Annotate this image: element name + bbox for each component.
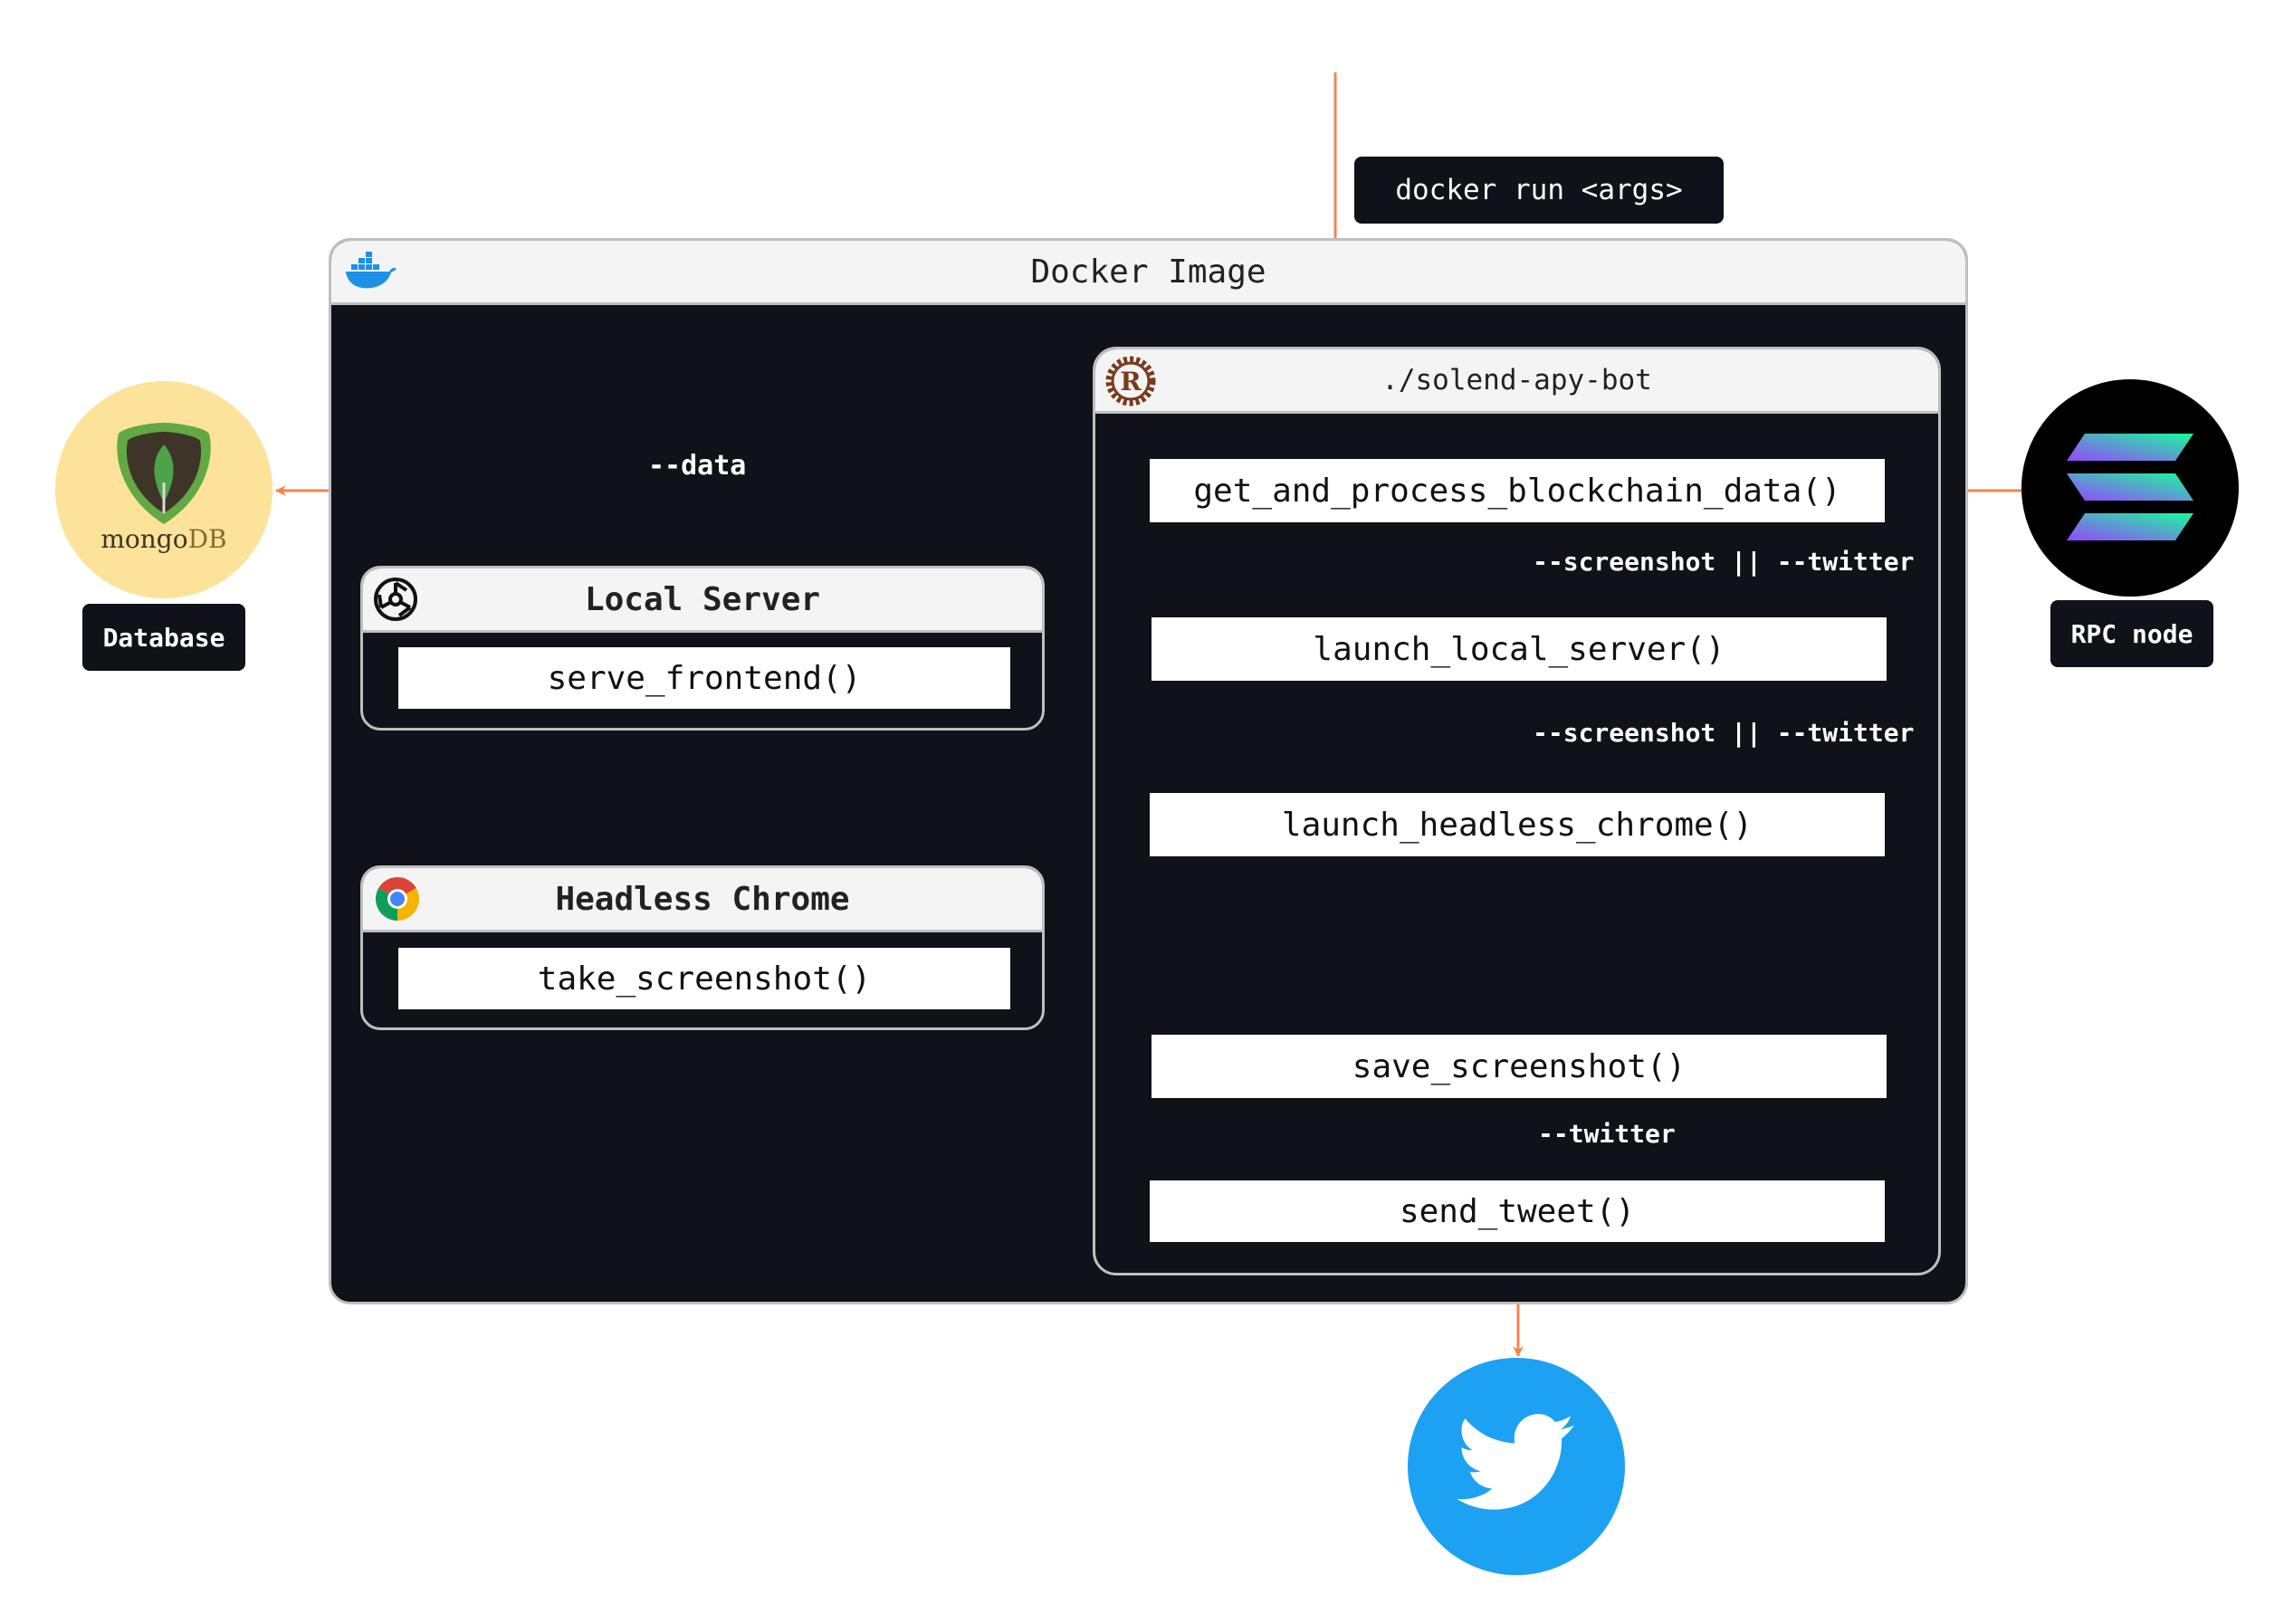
fn-take-screenshot: take_screenshot() — [397, 946, 1012, 1011]
fn-save-screenshot: save_screenshot() — [1150, 1033, 1888, 1100]
docker-image-header: Docker Image — [331, 241, 1965, 305]
rpc-node — [2021, 379, 2239, 597]
edge-label-data: --data — [648, 450, 747, 482]
docker-whale-icon — [344, 252, 397, 298]
command-text: docker run <args> — [1395, 174, 1683, 206]
edge-label-screenshot-or-twitter-2: --screenshot || --twitter — [1533, 718, 1915, 748]
local-server-frame: Local Server serve_frontend() — [360, 566, 1045, 731]
edge-label-twitter: --twitter — [1538, 1119, 1676, 1149]
fn-launch-headless-chrome: launch_headless_chrome() — [1148, 791, 1887, 858]
svg-text:R: R — [1120, 367, 1142, 396]
fn-serve-frontend: serve_frontend() — [397, 645, 1012, 711]
local-server-header: Local Server — [363, 568, 1042, 633]
bot-title: ./solend-apy-bot — [1381, 364, 1652, 396]
server-wheel-icon — [372, 576, 419, 631]
chrome-logo-icon — [372, 874, 423, 932]
database-label: Database — [82, 604, 245, 671]
edge-label-screenshot-or-twitter-1: --screenshot || --twitter — [1533, 547, 1915, 577]
fn-launch-local-server: launch_local_server() — [1150, 616, 1888, 683]
rust-logo-icon: R — [1104, 355, 1157, 415]
mongodb-wordmark: mongoDB — [100, 524, 227, 554]
twitter-bird-icon — [1457, 1414, 1576, 1517]
headless-chrome-frame: Headless Chrome take_screenshot() — [360, 865, 1045, 1030]
docker-image-title: Docker Image — [1030, 253, 1266, 291]
headless-chrome-header: Headless Chrome — [363, 868, 1042, 932]
fn-get-and-process-blockchain-data: get_and_process_blockchain_data() — [1148, 457, 1887, 524]
mongodb-node: mongoDB — [55, 381, 272, 598]
rpc-label: RPC node — [2050, 600, 2213, 667]
mongodb-leaf-icon — [110, 419, 218, 530]
headless-chrome-title: Headless Chrome — [555, 880, 850, 918]
solana-logo-icon — [2065, 432, 2195, 548]
twitter-node — [1408, 1358, 1625, 1575]
command-pill: docker run <args> — [1354, 157, 1724, 224]
fn-send-tweet: send_tweet() — [1148, 1179, 1887, 1244]
bot-header: R ./solend-apy-bot — [1095, 349, 1938, 414]
local-server-title: Local Server — [584, 580, 821, 618]
